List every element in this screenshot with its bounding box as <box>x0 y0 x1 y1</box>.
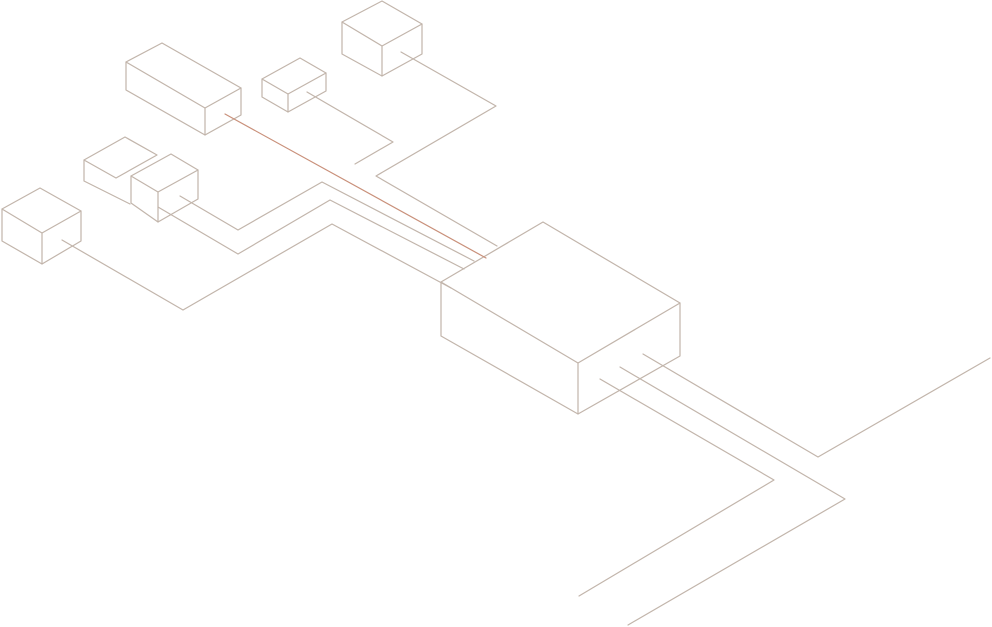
module-small-top <box>261 57 327 95</box>
module-left-right <box>41 210 82 265</box>
module-double-front-top <box>130 153 199 193</box>
module-small-right <box>287 72 327 113</box>
hub-right-face <box>577 302 681 415</box>
module-left-top <box>1 187 82 234</box>
wire-long-accent <box>224 113 487 259</box>
module-top-right-top <box>341 0 423 47</box>
module-left-box <box>1 187 82 265</box>
module-top-right-box <box>341 0 423 77</box>
hub-left-face <box>440 281 579 415</box>
wire-left <box>61 223 452 311</box>
module-long-right <box>204 87 242 136</box>
module-small-box <box>261 57 327 113</box>
wire-out-1 <box>642 353 991 458</box>
module-top-right-right <box>381 23 423 77</box>
hub-box <box>440 221 681 415</box>
module-long-top <box>125 42 242 109</box>
wire-top-right <box>375 51 498 247</box>
module-left-left <box>1 208 43 265</box>
module-double-box <box>83 136 199 223</box>
module-double-front-right <box>157 169 199 223</box>
hub-top-face <box>440 221 681 364</box>
module-double-front-left <box>130 175 159 223</box>
module-small-left <box>261 78 289 113</box>
wires-in <box>61 51 498 311</box>
module-top-right-left <box>341 21 383 77</box>
module-double-back-top <box>83 136 158 179</box>
wire-out-2 <box>619 366 846 626</box>
wire-out-3 <box>578 378 775 597</box>
wires-out <box>578 353 991 626</box>
module-long-box <box>125 42 242 136</box>
module-long-left <box>125 61 206 136</box>
wire-small <box>306 91 394 165</box>
wire-double-front <box>179 181 475 262</box>
module-double-back-left <box>83 159 131 205</box>
wire-double-back <box>157 199 465 270</box>
